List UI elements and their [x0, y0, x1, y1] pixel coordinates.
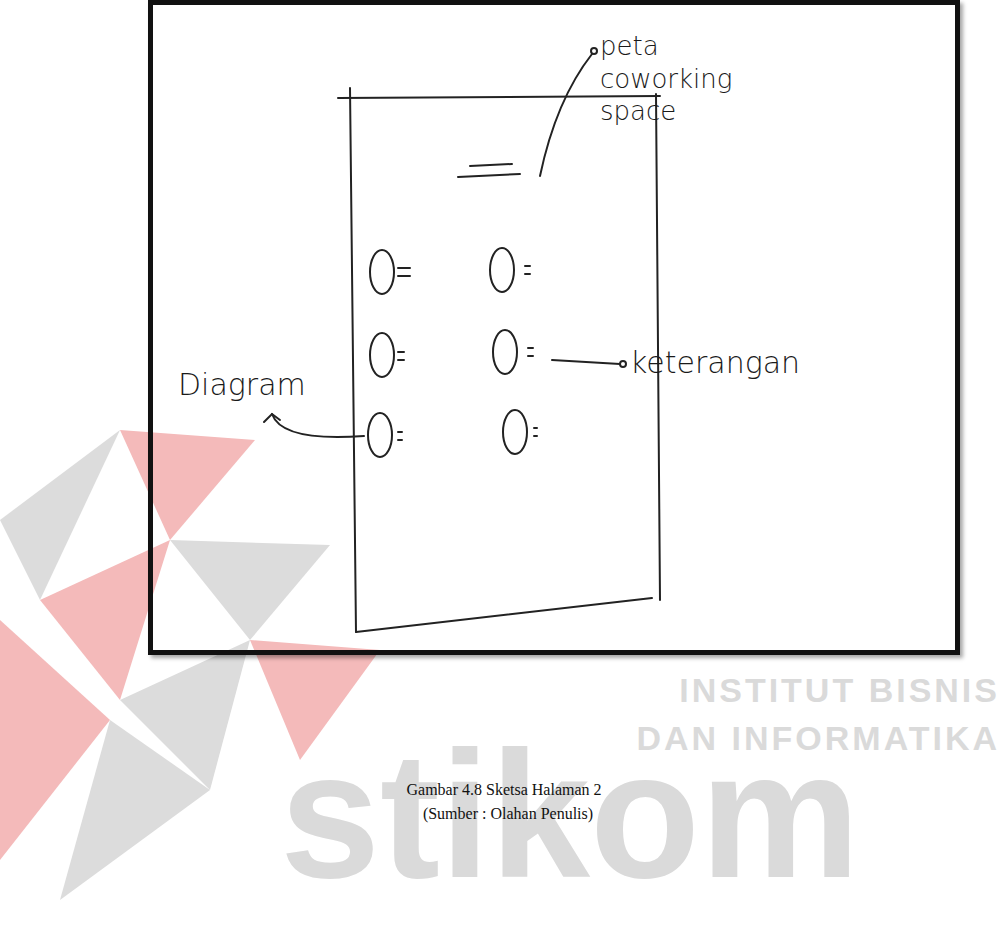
- logo-shape: [170, 540, 330, 640]
- hand-sketch: [264, 48, 660, 632]
- watermark-text: INSTITUT BISNIS: [679, 672, 1000, 709]
- sketch-mark: [534, 428, 537, 436]
- sketch-annotation: keterangan: [630, 346, 850, 379]
- sketch-line: [350, 88, 356, 632]
- diagram-circle: [503, 410, 527, 454]
- leader-line: [272, 414, 364, 437]
- diagram-circle: [490, 248, 514, 292]
- watermark-text: DAN INFORMATIKA: [636, 720, 1000, 757]
- sketch-annotation: peta coworking space: [600, 30, 740, 128]
- diagram-circle: [368, 413, 392, 457]
- sketch-mark: [398, 268, 410, 276]
- sketch-mark: [398, 432, 402, 440]
- diagram-circle: [493, 330, 517, 374]
- leader-line: [552, 360, 620, 364]
- leader-line: [540, 54, 592, 176]
- leader-mark: [264, 414, 280, 422]
- sketch-mark: [398, 352, 404, 360]
- figure-caption: Gambar 4.8 Sketsa Halaman 2: [0, 780, 1008, 799]
- sketch-mark: [528, 348, 533, 356]
- leader-dot: [620, 361, 626, 367]
- sketch-annotation: Diagram: [178, 368, 358, 401]
- image-frame: [148, 0, 960, 655]
- logo-shape: [60, 720, 210, 900]
- diagram-circle: [370, 333, 394, 377]
- diagram-circle: [370, 250, 394, 294]
- sketch-mark: [525, 266, 530, 274]
- sketch-mark: [458, 174, 520, 177]
- sketch-line: [356, 598, 652, 632]
- leader-dot: [591, 48, 597, 54]
- logo-shape: [120, 430, 255, 540]
- source-note: (Sumber : Olahan Penulis): [4, 804, 1008, 823]
- sketch-mark: [470, 164, 512, 166]
